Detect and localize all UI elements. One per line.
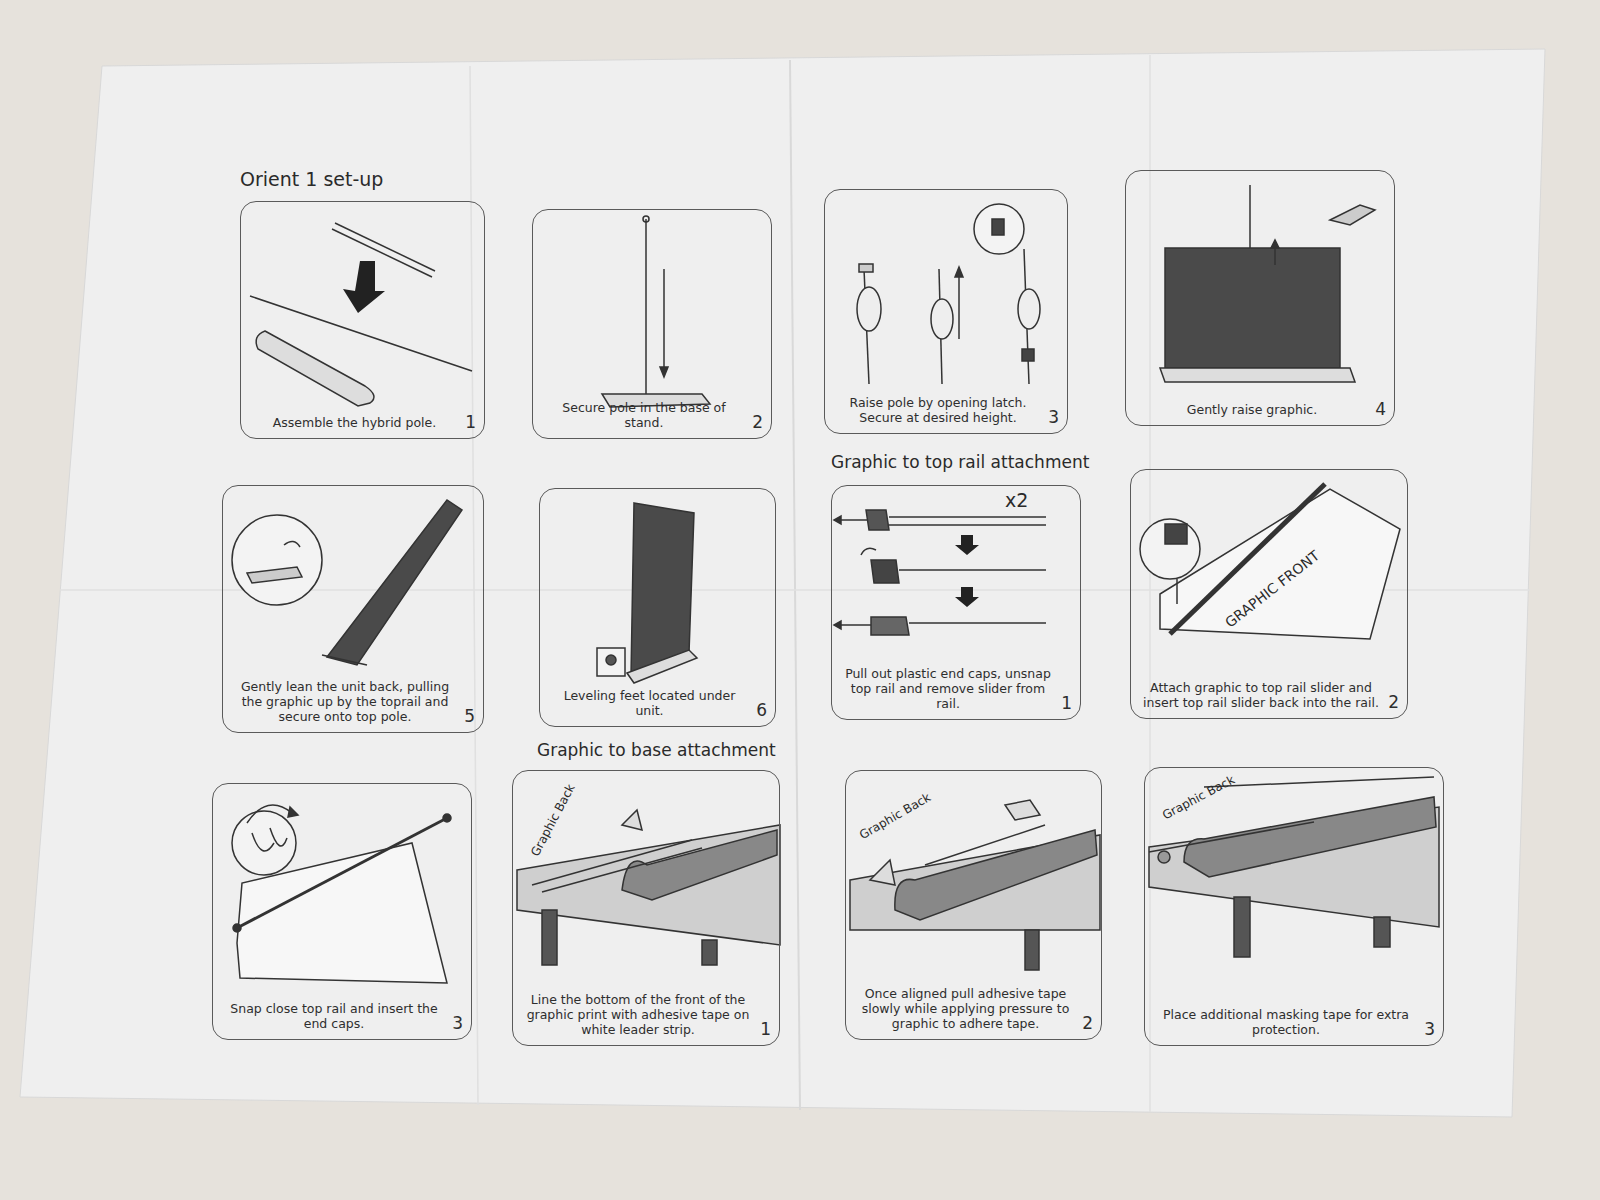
step-caption: Assemble the hybrid pole. — [249, 415, 460, 430]
graphic-back-label: Graphic Back — [1160, 773, 1237, 823]
step-panel: Gently raise graphic. 4 — [1125, 170, 1395, 426]
step-number: 3 — [1424, 1019, 1435, 1039]
step-caption: Raise pole by opening latch. Secure at d… — [833, 395, 1043, 425]
graphic-front-label: GRAPHIC FRONT — [1222, 547, 1322, 630]
step-number: 3 — [1048, 407, 1059, 427]
section-heading: Orient 1 set-up — [240, 168, 383, 190]
step-caption: Leveling feet located under unit. — [548, 688, 751, 718]
step-number: 2 — [1388, 692, 1399, 712]
step-number: 1 — [465, 412, 476, 432]
step-number: 4 — [1375, 399, 1386, 419]
section-heading: Graphic to top rail attachment — [831, 452, 1089, 472]
step-caption: Place additional masking tape for extra … — [1153, 1007, 1419, 1037]
step-panel: Gently lean the unit back, pulling the g… — [222, 485, 484, 733]
step-number: 6 — [756, 700, 767, 720]
step-caption: Secure pole in the base of stand. — [541, 400, 747, 430]
step-caption: Gently raise graphic. — [1134, 402, 1370, 417]
step-panel: Pull out plastic end caps, unsnap top ra… — [831, 485, 1081, 720]
graphic-back-label: Graphic Back — [857, 790, 933, 842]
count-label: x2 — [1005, 489, 1028, 511]
step-number: 3 — [452, 1013, 463, 1033]
step-panel: Assemble the hybrid pole. 1 — [240, 201, 485, 439]
step-number: 5 — [464, 706, 475, 726]
step-caption: Snap close top rail and insert the end c… — [221, 1001, 447, 1031]
step-caption: Gently lean the unit back, pulling the g… — [231, 679, 459, 724]
step-panel: Leveling feet located under unit.6 — [539, 488, 776, 727]
step-number: 2 — [752, 412, 763, 432]
step-panel: Snap close top rail and insert the end c… — [212, 783, 472, 1040]
step-panel: Secure pole in the base of stand.2 — [532, 209, 772, 439]
step-caption: Attach graphic to top rail slider and in… — [1139, 680, 1383, 710]
step-caption: Once aligned pull adhesive tape slowly w… — [854, 986, 1077, 1031]
step-number: 1 — [1061, 693, 1072, 713]
graphic-back-label: Graphic Back — [528, 782, 578, 859]
step-caption: Pull out plastic end caps, unsnap top ra… — [840, 666, 1056, 711]
step-caption: Line the bottom of the front of the grap… — [521, 992, 755, 1037]
step-panel: Once aligned pull adhesive tape slowly w… — [845, 770, 1102, 1040]
step-panel: Raise pole by opening latch. Secure at d… — [824, 189, 1068, 434]
section-heading: Graphic to base attachment — [537, 740, 776, 760]
step-number: 2 — [1082, 1013, 1093, 1033]
step-number: 1 — [760, 1019, 771, 1039]
